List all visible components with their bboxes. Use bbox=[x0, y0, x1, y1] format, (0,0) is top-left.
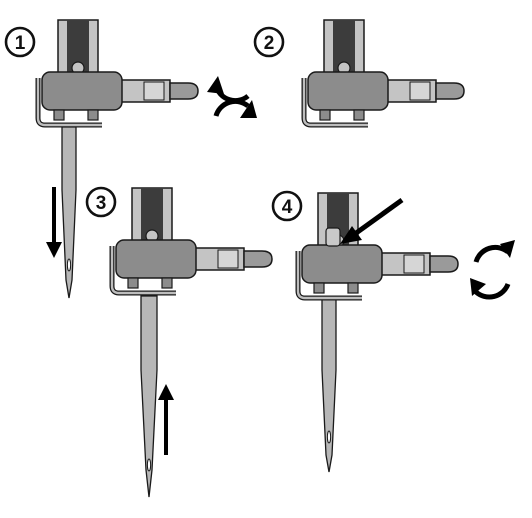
step-1-badge: 1 bbox=[4, 26, 36, 58]
up-arrow-icon bbox=[158, 384, 174, 455]
step-1-clamp bbox=[38, 20, 198, 125]
pointer-arrow-icon bbox=[340, 197, 404, 244]
rotate-arrows-icon bbox=[207, 76, 257, 118]
step-3-needle bbox=[140, 295, 158, 498]
step-3-clamp bbox=[112, 188, 272, 293]
step-4-group: 4 bbox=[271, 190, 515, 473]
step-2-number: 2 bbox=[264, 33, 275, 54]
step-4-clamp bbox=[298, 193, 458, 298]
step-3-number: 3 bbox=[96, 193, 107, 214]
step-2-clamp bbox=[304, 20, 464, 125]
step-1-number: 1 bbox=[15, 33, 26, 54]
step-4-badge: 4 bbox=[271, 190, 303, 222]
step-3-badge: 3 bbox=[85, 186, 117, 218]
step-1-group: 1 bbox=[4, 20, 257, 299]
step-2-group: 2 bbox=[253, 20, 464, 125]
step-4-needle bbox=[321, 296, 337, 473]
step-1-needle bbox=[61, 126, 77, 299]
needle-shank-highlight bbox=[325, 227, 341, 247]
step-4-number: 4 bbox=[282, 197, 293, 218]
step-3-group: 3 bbox=[85, 186, 272, 498]
down-arrow-icon bbox=[46, 187, 62, 258]
rotate-arrows-icon bbox=[470, 240, 515, 300]
step-2-badge: 2 bbox=[253, 26, 285, 58]
